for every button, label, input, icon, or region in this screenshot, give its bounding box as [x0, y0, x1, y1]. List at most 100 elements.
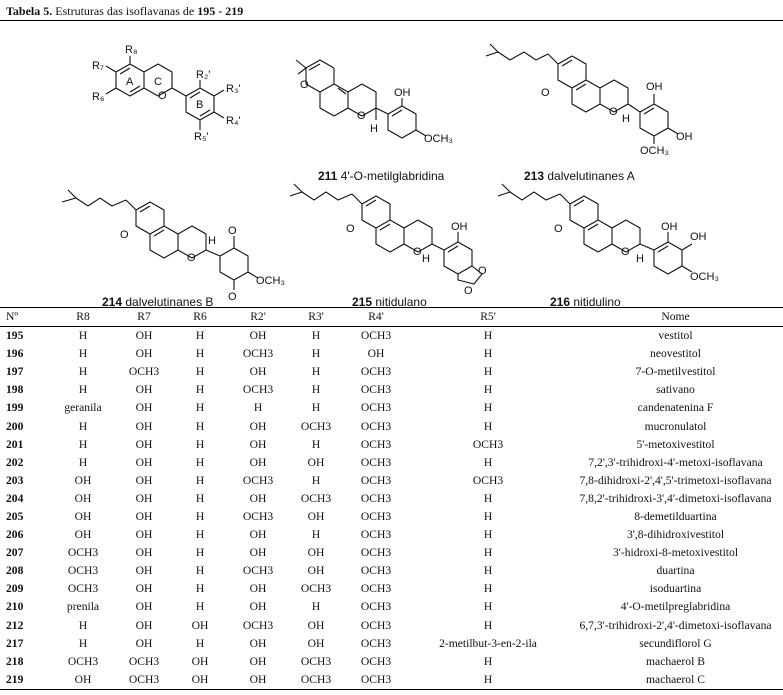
substituent-cell: OCH3 — [300, 582, 332, 596]
substituent-cell: OH — [135, 636, 153, 650]
substituent-cell: H — [483, 564, 493, 578]
substituent-cell: OCH3 — [360, 618, 392, 632]
substituent-cell: OH — [249, 546, 267, 560]
substituent-cell: OCH3 — [360, 636, 392, 650]
compound-number: 203 — [6, 473, 24, 487]
substituent-cell: H — [483, 654, 493, 668]
svg-text:O: O — [541, 87, 550, 99]
compound-number: 196 — [6, 347, 24, 361]
substituent-cell: H — [195, 582, 205, 596]
num-216: 216 — [550, 295, 570, 308]
svg-text:O: O — [228, 291, 237, 303]
compound-name: 3',8-dihidroxivestitol — [626, 528, 725, 542]
atom-labels: R₈ R₇ R₆ A C O B R₂' R₃' R₄' R₅' O O OH … — [92, 44, 719, 303]
substituent-cell: OH — [307, 546, 325, 560]
substituent-cell: OH — [135, 509, 153, 523]
num-214: 214 — [102, 295, 122, 308]
svg-text:O: O — [120, 229, 129, 241]
compound-name: candenatenina F — [637, 401, 714, 415]
substituent-cell: OH — [74, 473, 92, 487]
substituent-cell: OH — [135, 582, 153, 596]
svg-text:OH: OH — [661, 221, 678, 233]
substituent-cell: geranila — [64, 401, 102, 415]
num-215: 215 — [352, 295, 372, 308]
svg-text:R₃': R₃' — [226, 83, 241, 95]
svg-text:H: H — [622, 113, 630, 125]
substituent-cell: H — [195, 473, 205, 487]
substituent-cell: OCH3 — [472, 437, 504, 451]
svg-text:R₂': R₂' — [196, 69, 210, 81]
caption-216: 216 nitidulino — [550, 295, 621, 308]
substituent-cell: OCH3 — [128, 365, 160, 379]
substituent-cell: H — [483, 401, 493, 415]
substituent-cell: H — [311, 437, 321, 451]
substituent-cell: OH — [249, 582, 267, 596]
substituent-cell: H — [195, 437, 205, 451]
substituent-cell: OH — [249, 528, 267, 542]
substituent-cell: H — [483, 419, 493, 433]
substituent-cell: OCH3 — [300, 654, 332, 668]
substituent-cell: OCH3 — [360, 455, 392, 469]
substituent-cell: H — [311, 473, 321, 487]
substituent-cell: H — [78, 437, 88, 451]
substituent-cell: H — [483, 528, 493, 542]
svg-text:O: O — [554, 223, 563, 235]
substituent-cell: OCH3 — [128, 672, 160, 686]
substituent-cell: OH — [249, 672, 267, 686]
substituent-cell: OH — [74, 509, 92, 523]
svg-text:O: O — [478, 265, 487, 277]
substituent-cell: OCH3 — [360, 365, 392, 379]
substituent-cell: OH — [249, 419, 267, 433]
substituent-cell: H — [195, 491, 205, 505]
substituent-cell: OH — [74, 491, 92, 505]
substituent-cell: H — [195, 383, 205, 397]
name-214: dalvelutinanes B — [122, 295, 213, 308]
substituent-cell: OCH3 — [300, 672, 332, 686]
substituent-cell: H — [78, 383, 88, 397]
compound-number: 205 — [6, 509, 24, 523]
compound-name: machaerol C — [646, 672, 705, 686]
substituent-cell: H — [78, 347, 88, 361]
substituent-cell: H — [78, 636, 88, 650]
svg-text:OH: OH — [646, 81, 663, 93]
name-215: nitidulano — [372, 295, 427, 308]
svg-text:OH: OH — [451, 221, 468, 233]
substituent-cell: OH — [135, 329, 153, 343]
substituent-cell: OH — [135, 600, 153, 614]
compound-number: 219 — [6, 672, 24, 686]
structure-213 — [485, 43, 679, 144]
compound-name: 7,8-dihidroxi-2',4',5'-trimetoxi-isoflav… — [579, 473, 772, 487]
substituent-cell: OH — [135, 347, 153, 361]
caption-215: 215 nitidulano — [352, 295, 427, 308]
substituent-cell: H — [483, 600, 493, 614]
substituent-cell: OCH3 — [128, 654, 160, 668]
substituent-cell: OCH3 — [360, 491, 392, 505]
compound-number: 199 — [6, 401, 24, 415]
substituent-cell: H — [195, 636, 205, 650]
substituent-cell: H — [483, 329, 493, 343]
substituent-cell: OCH3 — [242, 509, 274, 523]
substituent-cell: 2-metilbut-3-en-2-ila — [439, 636, 537, 650]
svg-text:OCH₃: OCH₃ — [640, 145, 669, 157]
svg-text:R₅': R₅' — [194, 131, 208, 143]
substituent-cell: OCH3 — [67, 654, 99, 668]
substituent-cell: OH — [191, 618, 209, 632]
substituent-cell: H — [195, 329, 205, 343]
num-211: 211 — [318, 169, 338, 183]
compound-number: 209 — [6, 582, 24, 596]
substituent-cell: H — [195, 455, 205, 469]
substituent-cell: prenila — [66, 600, 100, 614]
compound-name: 7,2',3'-trihidroxi-4'-metoxi-isoflavana — [588, 455, 763, 469]
substituent-cell: OCH3 — [360, 473, 392, 487]
substituent-cell: H — [311, 401, 321, 415]
svg-text:OCH₃: OCH₃ — [256, 275, 285, 287]
